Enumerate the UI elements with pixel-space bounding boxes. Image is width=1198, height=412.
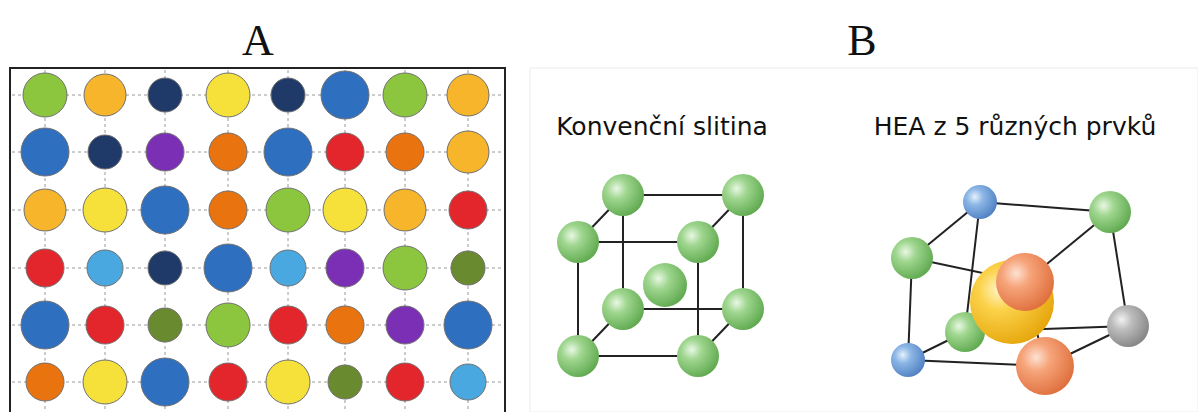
panel-letter: A [242,15,274,66]
lattice-grid [12,70,503,412]
panel-letter: B [847,15,876,66]
structure-caption: HEA z 5 různých prvků [874,112,1156,141]
conventional-cube [578,195,743,356]
panel-b-ground [530,68,1198,412]
conventional-atoms [557,174,764,377]
lattice-frame [10,68,505,412]
structure-caption: Konvenční slitina [556,112,768,141]
hea-atoms [891,185,1149,395]
lattice-atoms [21,71,492,406]
